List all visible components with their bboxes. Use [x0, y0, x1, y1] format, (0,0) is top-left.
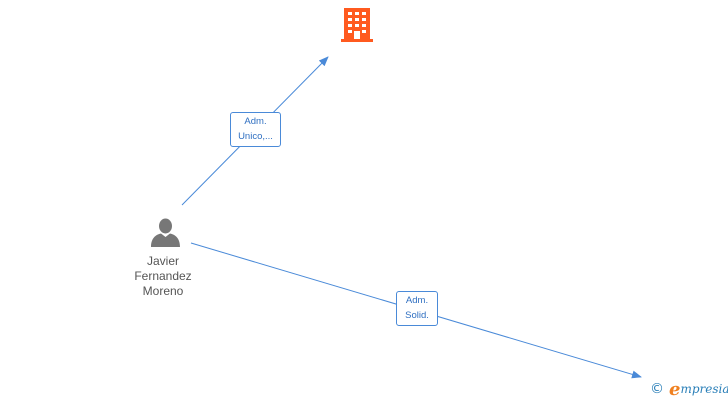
- edge-label-line: Solid.: [405, 310, 429, 321]
- brand-logo-text: mpresia: [680, 382, 728, 396]
- edge-label-adm-unico[interactable]: Adm. Unico,...: [230, 112, 281, 147]
- edge-label-line: Unico,...: [238, 131, 273, 142]
- person-name-line: Javier: [146, 254, 179, 268]
- edge-label-line: Adm.: [244, 116, 267, 127]
- empresia-watermark: © e mpresia: [650, 378, 728, 400]
- copyright-icon: ©: [650, 381, 664, 397]
- person-name-line: Fernandez: [134, 269, 192, 283]
- person-name-label[interactable]: Javier Fernandez Moreno: [113, 254, 213, 299]
- person-icon[interactable]: [150, 218, 181, 247]
- edge-label-adm-solid[interactable]: Adm. Solid.: [396, 291, 438, 326]
- edge-label-line: Adm.: [405, 295, 429, 306]
- building-icon[interactable]: [341, 8, 373, 42]
- person-name-line: Moreno: [142, 284, 184, 298]
- brand-logo-initial: e: [669, 378, 681, 400]
